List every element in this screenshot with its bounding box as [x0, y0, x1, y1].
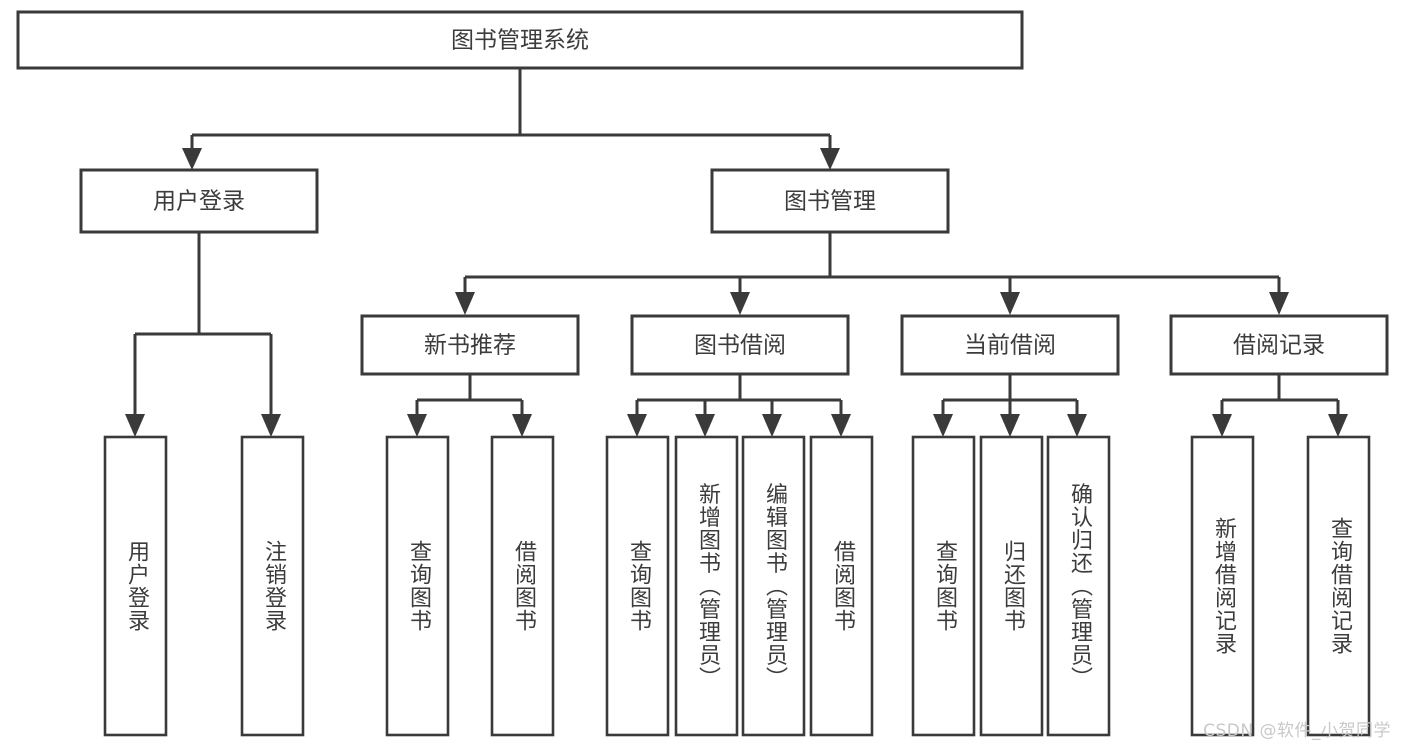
leaf-current-confirm-return[interactable]: 确认归还（管理员） [1046, 435, 1111, 737]
connector-group-new-book [407, 374, 532, 437]
leaf-current-query-book-label: 查询图书 [932, 540, 958, 632]
leaf-new-book-query-label: 查询图书 [406, 540, 432, 632]
node-book-borrow-label: 图书借阅 [694, 333, 786, 359]
leaf-new-book-borrow-box[interactable] [490, 435, 555, 737]
leaf-borrow-borrow-book-label: 借阅图书 [830, 540, 856, 632]
arrow-head-borrow-record-leaf-1 [1212, 414, 1232, 437]
leaf-record-query-box[interactable] [1306, 435, 1371, 737]
leaf-user-login-logout-box[interactable] [240, 435, 305, 737]
leaf-borrow-borrow-book[interactable]: 借阅图书 [809, 435, 874, 737]
arrow-head-borrow-book-leaf-4 [831, 414, 851, 437]
node-book-management-box[interactable] [710, 168, 950, 234]
arrow-head-borrow-record [1269, 292, 1289, 315]
leaf-user-login-login[interactable]: 用户登录 [103, 435, 168, 737]
arrow-head-current-borrow [1000, 292, 1020, 315]
node-borrow-record[interactable]: 借阅记录 [1169, 314, 1389, 376]
leaf-new-book-borrow-label: 借阅图书 [511, 540, 537, 632]
node-new-book-recommend-box[interactable] [360, 314, 580, 376]
leaf-new-book-query-box[interactable] [385, 435, 450, 737]
leaf-current-query-book[interactable]: 查询图书 [911, 435, 976, 737]
leaf-user-login-login-label: 用户登录 [124, 540, 150, 632]
arrow-head-borrow-book [730, 292, 750, 315]
node-book-borrow-box[interactable] [630, 314, 850, 376]
node-root[interactable]: 图书管理系统 [16, 10, 1024, 70]
leaf-current-return-book-box[interactable] [979, 435, 1044, 737]
connector-group-borrow-book [627, 374, 851, 437]
leaf-borrow-query-book[interactable]: 查询图书 [605, 435, 670, 737]
arrow-head-current-borrow-leaf-2 [1000, 414, 1020, 437]
leaf-record-add[interactable]: 新增借阅记录 [1190, 435, 1255, 737]
connector-group-current-borrow [933, 374, 1087, 437]
node-borrow-record-label: 借阅记录 [1233, 333, 1325, 359]
leaf-record-add-label: 新增借阅记录 [1211, 517, 1237, 655]
arrow-head-new-book-leaf-2 [512, 414, 532, 437]
leaf-borrow-add-book[interactable]: 新增图书（管理员） [674, 435, 739, 737]
connector-group-user-login [125, 232, 281, 437]
leaf-current-confirm-return-label: 确认归还（管理员） [1067, 483, 1093, 690]
leaf-borrow-borrow-book-box[interactable] [809, 435, 874, 737]
arrow-head-borrow-book-leaf-3 [762, 414, 782, 437]
leaf-new-book-query[interactable]: 查询图书 [385, 435, 450, 737]
leaf-record-query[interactable]: 查询借阅记录 [1306, 435, 1371, 737]
leaf-current-query-book-box[interactable] [911, 435, 976, 737]
leaf-record-add-box[interactable] [1190, 435, 1255, 737]
node-current-borrow[interactable]: 当前借阅 [900, 314, 1120, 376]
connector-group-borrow-record [1212, 374, 1348, 437]
node-new-book-recommend-label: 新书推荐 [424, 333, 516, 359]
leaf-new-book-borrow[interactable]: 借阅图书 [490, 435, 555, 737]
node-user-login-box[interactable] [79, 168, 319, 234]
arrow-head-borrow-book-leaf-2 [695, 414, 715, 437]
leaf-current-return-book-label: 归还图书 [1000, 540, 1026, 632]
node-book-management[interactable]: 图书管理 [710, 168, 950, 234]
leaf-borrow-edit-book-label: 编辑图书（管理员） [762, 483, 788, 690]
arrow-head-user-login [182, 148, 202, 170]
leaf-current-return-book[interactable]: 归还图书 [979, 435, 1044, 737]
node-root-label: 图书管理系统 [451, 28, 589, 54]
arrow-head-new-book-leaf-1 [407, 414, 427, 437]
node-user-login-label: 用户登录 [153, 189, 245, 215]
leaf-user-login-login-box[interactable] [103, 435, 168, 737]
arrow-head-leaf-user-login [125, 414, 145, 437]
node-borrow-record-box[interactable] [1169, 314, 1389, 376]
connector-group-book-mgmt [455, 232, 1289, 315]
leaf-borrow-edit-book[interactable]: 编辑图书（管理员） [741, 435, 806, 737]
arrow-head-borrow-book-leaf-1 [627, 414, 647, 437]
leaf-user-login-logout-label: 注销登录 [261, 540, 287, 632]
arrow-head-borrow-record-leaf-2 [1328, 414, 1348, 437]
leaf-borrow-edit-book-box[interactable] [741, 435, 806, 737]
arrow-head-current-borrow-leaf-3 [1067, 414, 1087, 437]
leaf-borrow-query-book-box[interactable] [605, 435, 670, 737]
leaf-borrow-query-book-label: 查询图书 [626, 540, 652, 632]
node-current-borrow-box[interactable] [900, 314, 1120, 376]
arrow-head-current-borrow-leaf-1 [933, 414, 953, 437]
connector-group-root [182, 68, 840, 170]
leaf-record-query-label: 查询借阅记录 [1327, 517, 1353, 655]
arrow-head-book-mgmt [820, 148, 840, 170]
leaf-user-login-logout[interactable]: 注销登录 [240, 435, 305, 737]
node-root-box[interactable] [16, 10, 1024, 70]
arrow-head-leaf-logout [261, 414, 281, 437]
node-book-borrow[interactable]: 图书借阅 [630, 314, 850, 376]
arrow-head-new-book [455, 292, 475, 315]
leaf-current-confirm-return-box[interactable] [1046, 435, 1111, 737]
node-new-book-recommend[interactable]: 新书推荐 [360, 314, 580, 376]
node-current-borrow-label: 当前借阅 [964, 333, 1056, 359]
leaf-borrow-add-book-box[interactable] [674, 435, 739, 737]
node-book-management-label: 图书管理 [784, 189, 876, 215]
leaf-borrow-add-book-label: 新增图书（管理员） [695, 483, 721, 690]
node-user-login[interactable]: 用户登录 [79, 168, 319, 234]
